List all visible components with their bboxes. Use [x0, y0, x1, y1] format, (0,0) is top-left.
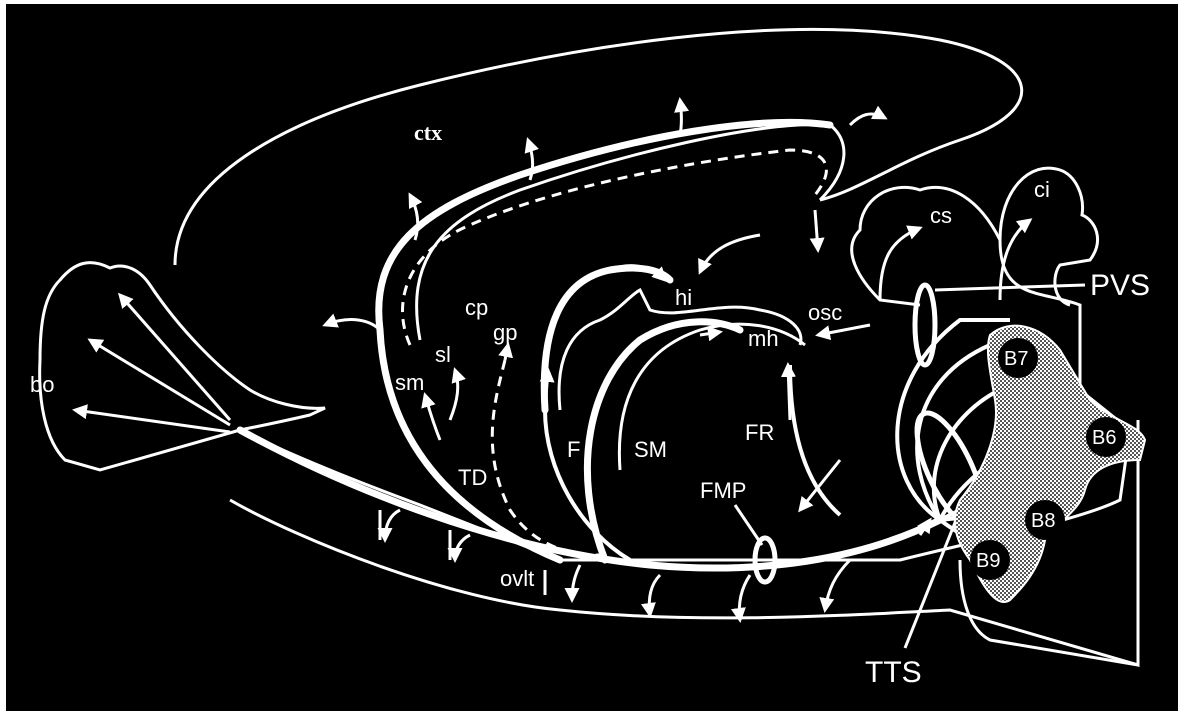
arrow-sl: [450, 370, 458, 420]
arrow-hi-down: [815, 210, 818, 250]
arrow-down-5: [739, 575, 750, 620]
label-sl: sl: [435, 342, 451, 367]
arrow-mh-sm: [700, 332, 720, 335]
dashed-pathways: [403, 150, 827, 555]
cortex-outline: [175, 29, 1022, 265]
dorsal-bundle: [379, 122, 830, 330]
label-hi: hi: [675, 285, 692, 310]
label-td: TD: [458, 465, 487, 490]
label-sm-upper: SM: [634, 437, 667, 462]
arrow-down-4: [649, 575, 660, 615]
pvs-leader: [935, 285, 1085, 290]
label-gp: gp: [493, 320, 517, 345]
arrow-down-2: [455, 535, 470, 560]
label-mh: mh: [748, 326, 779, 351]
label-fmp: FMP: [700, 478, 746, 503]
label-b8: B8: [1031, 510, 1055, 532]
label-f: F: [567, 437, 580, 462]
arrow-bo-mid: [90, 340, 230, 425]
label-b7: B7: [1004, 348, 1028, 370]
arrow-down-6: [825, 560, 850, 610]
arrow-ctx-5: [850, 114, 885, 125]
arrow-down-3: [572, 565, 580, 600]
label-sm: sm: [395, 370, 424, 395]
label-b9: B9: [976, 550, 1000, 572]
label-ovlt: ovlt: [500, 566, 534, 591]
arrow-sm: [425, 395, 440, 440]
label-bo: bo: [30, 372, 54, 397]
arrow-osc: [818, 325, 870, 335]
label-ci: ci: [1034, 177, 1050, 202]
arrow-ctx-4: [680, 100, 682, 135]
label-cp: cp: [465, 295, 488, 320]
arrow-bo-lower: [75, 410, 230, 432]
label-osc: osc: [808, 300, 842, 325]
brain-sagittal-diagram: ctx cs ci PVS cp gp hi osc mh sl sm bo T…: [6, 4, 1178, 711]
diagram-canvas: ctx cs ci PVS cp gp hi osc mh sl sm bo T…: [6, 4, 1178, 711]
label-pvs: PVS: [1090, 269, 1150, 302]
fmp-leader: [735, 505, 762, 545]
arrow-gp: [505, 345, 508, 360]
label-fr: FR: [745, 420, 774, 445]
label-ctx: ctx: [414, 120, 442, 145]
main-bundles: [240, 122, 940, 568]
arrow-mh-fr: [788, 365, 790, 420]
arrow-down-1: [385, 510, 400, 540]
label-tts: TTS: [865, 656, 922, 689]
label-b6: B6: [1092, 427, 1116, 449]
label-cs: cs: [930, 203, 952, 228]
arrow-ctx-1: [325, 320, 380, 330]
arrow-cs: [880, 228, 920, 300]
arrow-bo-upper: [120, 295, 230, 420]
arrow-hi-right: [700, 235, 760, 272]
